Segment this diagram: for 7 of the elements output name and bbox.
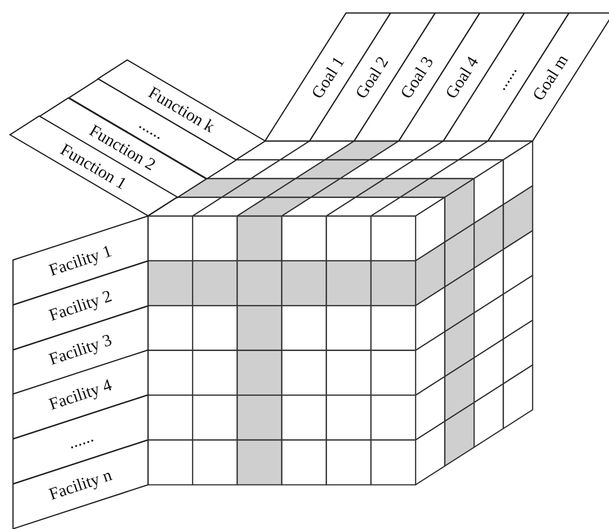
axis-label: Facility 4: [46, 376, 114, 414]
axis-label: Facility 2: [46, 286, 114, 324]
axis-label: Facility 1: [46, 242, 114, 279]
axis-label: ......: [492, 62, 520, 92]
axis-label: Facility n: [46, 466, 114, 503]
axis-label: Facility 3: [46, 332, 114, 368]
axis-label: ......: [65, 427, 96, 452]
